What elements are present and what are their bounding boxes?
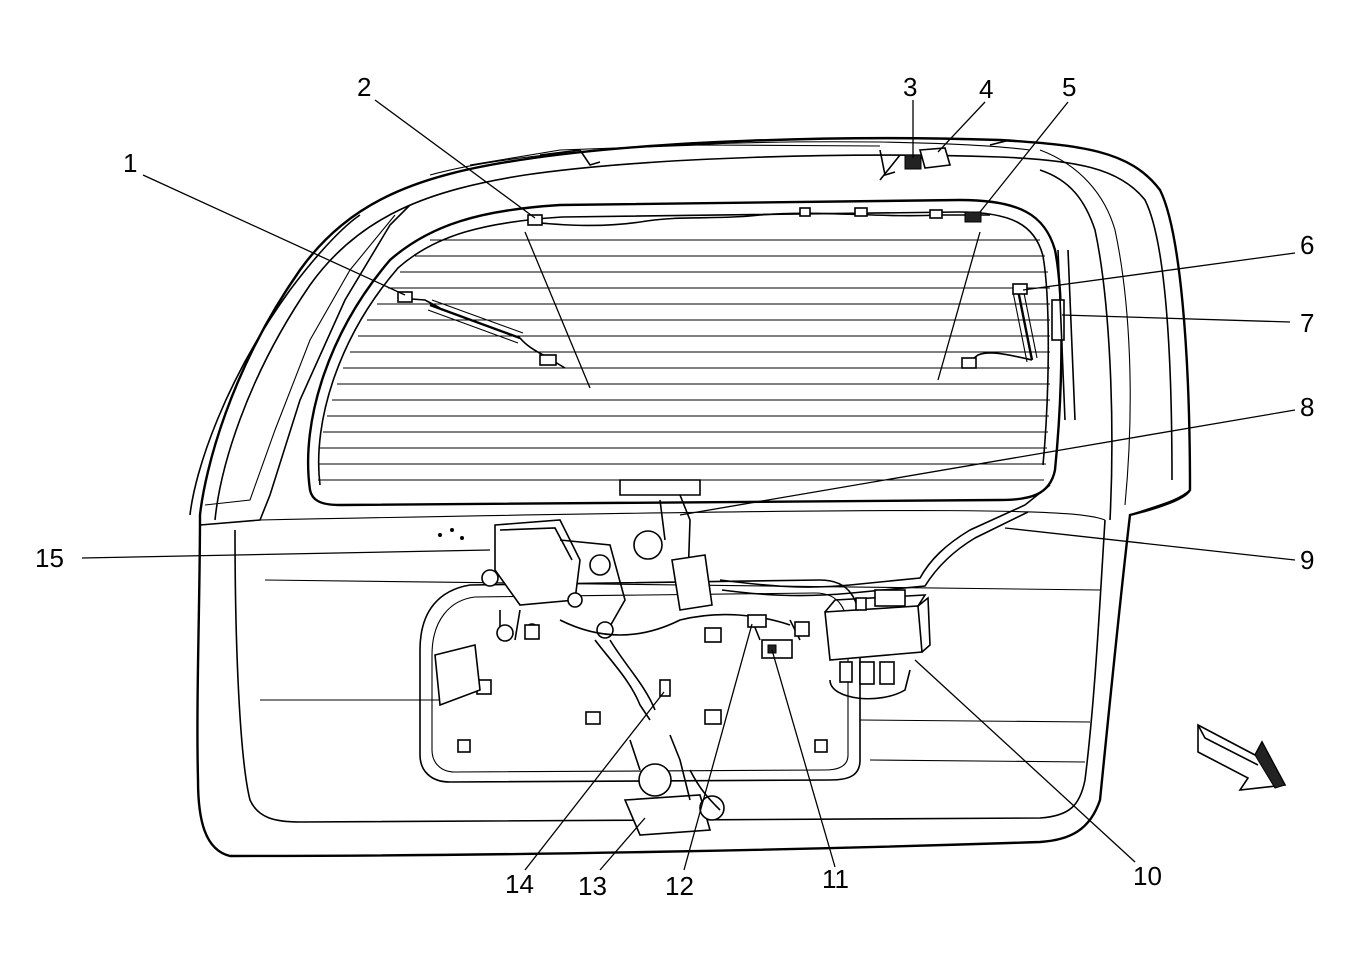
callout-12: 12: [665, 871, 694, 901]
leader-13: [599, 817, 646, 871]
upper-harness: [529, 212, 990, 227]
rear-window-glass: [306, 198, 1063, 507]
leader-5a: [979, 101, 1069, 213]
liftgate-latch: [623, 794, 712, 836]
callout-2: 2: [357, 72, 371, 102]
front-direction-arrow-icon: [1197, 723, 1287, 791]
wiper-motor: [494, 519, 581, 606]
callout-labels: 1 2 3 4 5 6 7 8 9 10 11 12 13 14 15: [35, 72, 1314, 901]
callout-10: 10: [1133, 861, 1162, 891]
upper-connector-right: [964, 211, 982, 223]
liftgate-outer-panel: [189, 136, 1192, 858]
leader-10: [914, 659, 1136, 863]
top-hinge-hardware: [539, 139, 1011, 181]
callout-3: 3: [903, 72, 917, 102]
leader-2a: [374, 99, 536, 219]
callout-8: 8: [1300, 392, 1314, 422]
callout-13: 13: [578, 871, 607, 901]
leader-14: [524, 691, 665, 871]
leader-9: [1004, 527, 1296, 561]
harness-connector-12: [747, 614, 767, 628]
leader-8: [679, 409, 1296, 516]
leader-2b: [524, 231, 591, 389]
liftgate-control-module: [824, 605, 923, 661]
leader-15: [81, 549, 491, 559]
leader-12: [683, 623, 753, 871]
callout-1: 1: [123, 148, 137, 178]
lower-harness-region: [419, 479, 1051, 836]
leader-1: [142, 174, 406, 296]
callout-15: 15: [35, 543, 64, 573]
callout-14: 14: [505, 869, 534, 899]
callout-leaders: [81, 99, 1296, 871]
leader-7: [1061, 314, 1291, 323]
defogger-cable-right: [961, 249, 1076, 421]
defogger-cable-left: [397, 291, 566, 369]
callout-11: 11: [822, 864, 849, 894]
upper-connector-left: [527, 214, 543, 226]
callout-6: 6: [1300, 230, 1314, 260]
callout-7: 7: [1300, 308, 1314, 338]
harness-connector-11: [761, 639, 793, 659]
leader-6: [1022, 252, 1296, 291]
harness-clip-14: [659, 679, 671, 697]
leader-5b: [937, 231, 981, 381]
callout-4: 4: [979, 74, 993, 104]
callout-5: 5: [1062, 72, 1076, 102]
hinge-bracket-4: [918, 147, 952, 169]
leader-4: [937, 101, 986, 153]
leader-11: [771, 649, 836, 868]
callout-9: 9: [1300, 545, 1314, 575]
defroster-grid-lines: [318, 239, 1050, 481]
